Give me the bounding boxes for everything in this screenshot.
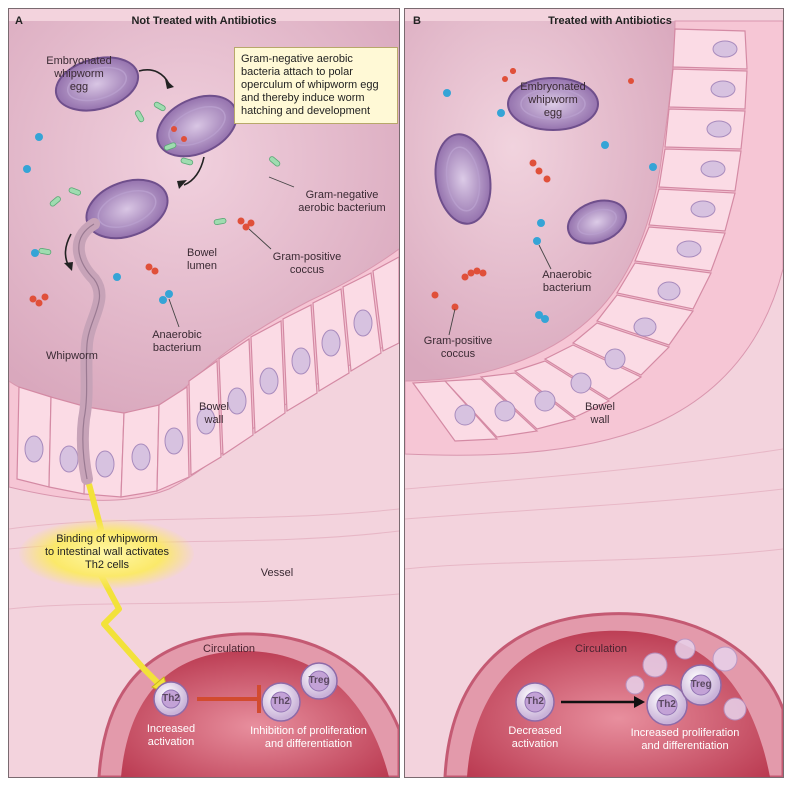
label-embryonated-egg: Embryonated whipworm egg [513,81,593,120]
label-whipworm: Whipworm [37,350,107,363]
callout-box: Gram-negative aerobic bacteria attach to… [234,47,398,124]
th2-proliferating-label: Th2 [653,699,681,710]
label-gram-negative: Gram-negative aerobic bacterium [292,189,392,215]
label-anaerobic: Anaerobic bacterium [527,269,607,295]
th2-inhibited-label: Th2 [267,696,295,707]
panel-treated: B Treated with Antibiotics Embryonated w… [404,8,784,778]
label-gram-positive: Gram-positive coccus [262,251,352,277]
label-bowel-wall: Bowel wall [189,401,239,427]
label-increased-outcome: Increased proliferation and differentiat… [615,727,755,753]
panel-a-letter: A [15,15,23,27]
label-embryonated-egg: Embryonated whipworm egg [39,55,119,94]
label-anaerobic: Anaerobic bacterium [137,329,217,355]
label-bowel-lumen: Bowel lumen [177,247,227,273]
label-vessel: Vessel [252,567,302,580]
label-bowel-wall: Bowel wall [575,401,625,427]
panel-b-illustration [405,9,783,777]
th2-label: Th2 [159,693,183,704]
label-inhibition-outcome: Inhibition of proliferation and differen… [231,725,386,751]
label-decreased-activation: Decreased activation [499,725,571,751]
treg-label: Treg [305,675,333,686]
panel-a-illustration [9,9,399,777]
label-circulation: Circulation [189,643,269,656]
label-circulation: Circulation [561,643,641,656]
label-binding: Binding of whipworm to intestinal wall a… [27,533,187,572]
panel-b-title: Treated with Antibiotics [535,15,685,28]
panel-b-letter: B [413,15,421,27]
panel-a-title: Not Treated with Antibiotics [119,15,289,28]
label-gram-positive: Gram-positive coccus [413,335,503,361]
treg-label: Treg [687,679,715,690]
label-increased-activation: Increased activation [137,723,205,749]
th2-label: Th2 [522,696,548,707]
panel-not-treated: A Not Treated with Antibiotics Gram-nega… [8,8,400,778]
